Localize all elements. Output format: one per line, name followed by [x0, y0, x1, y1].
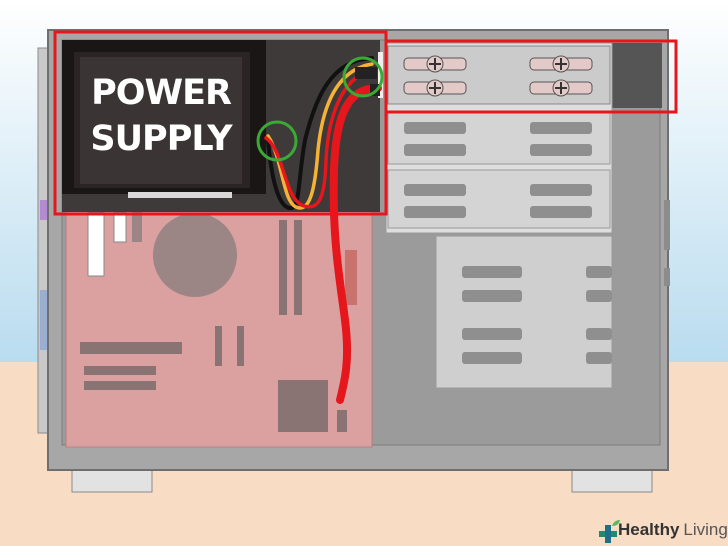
motherboard [65, 197, 373, 448]
connector-circle-drive [342, 56, 384, 98]
case-foot-right [571, 469, 653, 493]
drive-screws [403, 55, 593, 97]
psu-label-line1: POWER [91, 73, 232, 113]
power-supply-label: POWER SUPPLY [80, 70, 242, 162]
psu-highlight-box [53, 30, 388, 216]
drive-cage-lower [435, 235, 613, 389]
case-foot-left [71, 469, 153, 493]
power-cables [264, 56, 382, 404]
drive-bay-highlight-box [384, 39, 678, 114]
plus-leaf-icon [599, 520, 620, 543]
watermark-logo: Healthy Living [618, 520, 728, 540]
logo-text-light: Living [683, 520, 728, 539]
psu-label-line2: SUPPLY [90, 119, 232, 159]
logo-text-bold: Healthy [618, 520, 680, 539]
connector-circle-psu [256, 120, 298, 162]
drive-bay-top [387, 45, 611, 105]
